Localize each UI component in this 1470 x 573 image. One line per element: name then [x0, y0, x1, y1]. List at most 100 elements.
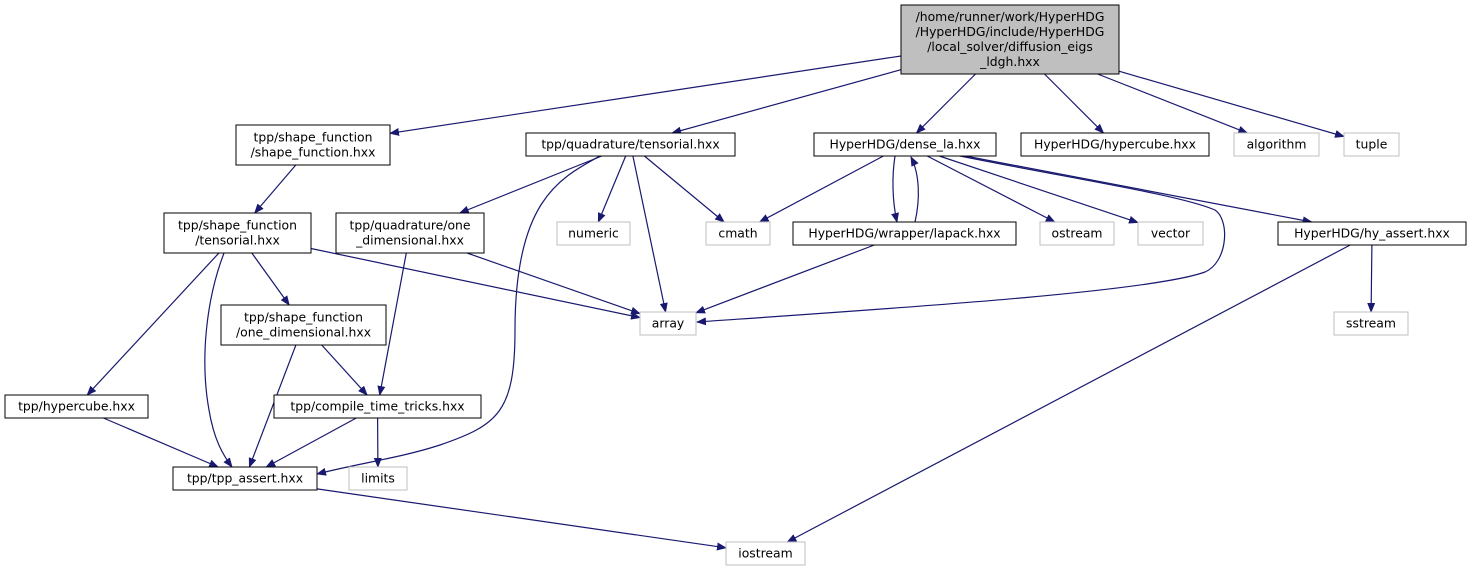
node-box [705, 221, 771, 246]
node-label: array [652, 316, 685, 331]
edge-root-to-tuple [1118, 70, 1345, 138]
node-label: HyperHDG/hy_assert.hxx [1294, 226, 1450, 241]
node-quad_onedim[interactable]: tpp/quadrature/one_dimensional.hxx [335, 212, 485, 254]
node-sstream: sstream [1333, 311, 1409, 336]
node-label: /home/runner/work/HyperHDG [916, 9, 1105, 24]
node-box [1039, 221, 1115, 246]
node-label: tpp/quadrature/one [349, 218, 470, 233]
edge-quad_tensorial-to-numeric [597, 155, 627, 223]
node-label: iostream [738, 546, 792, 561]
node-limits: limits [348, 466, 408, 491]
node-box [1233, 132, 1320, 157]
node-box [1333, 311, 1409, 336]
edge-dense_la-to-vector [939, 155, 1139, 224]
node-label: /local_solver/diffusion_eigs [927, 39, 1093, 54]
edge-quad_tensorial-to-tpp_assert [316, 155, 601, 476]
edge-dense_la-to-cmath [758, 155, 884, 223]
node-numeric: numeric [556, 221, 631, 246]
node-label: tpp/compile_time_tricks.hxx [290, 399, 464, 414]
node-algorithm: algorithm [1233, 132, 1320, 157]
edge-root-to-shape_function [389, 55, 902, 136]
node-box [525, 132, 736, 157]
edge-quad_onedim-to-compile_time [377, 252, 407, 396]
node-label: ostream [1051, 226, 1102, 241]
node-label: _ldgh.hxx [979, 54, 1040, 69]
node-compile_time[interactable]: tpp/compile_time_tricks.hxx [273, 394, 482, 419]
node-box [725, 541, 806, 566]
node-box [4, 394, 149, 419]
node-box [1137, 221, 1204, 246]
node-label: tpp/tpp_assert.hxx [187, 471, 303, 486]
node-quad_tensorial[interactable]: tpp/quadrature/tensorial.hxx [525, 132, 736, 157]
node-label: _dimensional.hxx [355, 233, 464, 248]
node-label: tpp/hypercube.hxx [18, 399, 135, 414]
node-box [163, 212, 312, 254]
node-lapack[interactable]: HyperHDG/wrapper/lapack.hxx [792, 221, 1017, 246]
edge-sf_tensorial-to-array [310, 247, 641, 320]
node-box [273, 394, 482, 419]
node-label: HyperHDG/dense_la.hxx [830, 137, 981, 152]
node-shape_function[interactable]: tpp/shape_function/shape_function.hxx [235, 124, 391, 166]
node-vector: vector [1137, 221, 1204, 246]
node-box [1020, 132, 1210, 157]
edge-sf_tensorial-to-sf_onedim [251, 252, 290, 306]
edge-sf_onedim-to-compile_time [321, 344, 368, 396]
node-dense_la[interactable]: HyperHDG/dense_la.hxx [813, 132, 997, 157]
edge-sf_onedim-to-tpp_assert [248, 344, 297, 468]
edge-tpp_assert-to-iostream [316, 488, 727, 551]
node-cmath: cmath [705, 221, 771, 246]
edge-root-to-algorithm [1097, 73, 1249, 134]
node-tpp_assert[interactable]: tpp/tpp_assert.hxx [172, 466, 318, 491]
node-label: sstream [1346, 316, 1396, 331]
node-ostream: ostream [1039, 221, 1115, 246]
edge-lapack-to-array [695, 244, 875, 314]
node-iostream: iostream [725, 541, 806, 566]
edge-hy_assert-to-sstream [1367, 244, 1376, 313]
node-label: tuple [1356, 137, 1388, 152]
node-box [813, 132, 997, 157]
node-root[interactable]: /home/runner/work/HyperHDG/HyperHDG/incl… [900, 4, 1120, 75]
node-label: numeric [568, 226, 619, 241]
edge-dense_la-to-lapack [891, 155, 899, 223]
node-label: tpp/shape_function [178, 218, 297, 233]
node-box [348, 466, 408, 491]
edge-quad_tensorial-to-cmath [644, 155, 725, 223]
node-box [792, 221, 1017, 246]
node-label: vector [1151, 226, 1191, 241]
edge-dense_la-to-ostream [926, 155, 1056, 223]
node-label: HyperHDG/wrapper/lapack.hxx [808, 226, 1000, 241]
node-sf_onedim[interactable]: tpp/shape_function/one_dimensional.hxx [220, 304, 387, 346]
edge-hy_assert-to-iostream [786, 244, 1351, 543]
edge-shape_function-to-sf_tensorial [254, 164, 297, 214]
edge-root-to-hypercube_hdg [1044, 73, 1105, 134]
node-label: tpp/quadrature/tensorial.hxx [541, 137, 719, 152]
node-tpp_hypercube[interactable]: tpp/hypercube.hxx [4, 394, 149, 419]
edge-dense_la-to-array [696, 155, 1226, 326]
node-box [1343, 132, 1400, 157]
node-box [1277, 221, 1467, 246]
node-label: /HyperHDG/include/HyperHDG [916, 24, 1105, 39]
node-label: tpp/shape_function [244, 310, 363, 325]
node-box [900, 4, 1120, 75]
node-sf_tensorial[interactable]: tpp/shape_function/tensorial.hxx [163, 212, 312, 254]
edge-lapack-to-dense_la [910, 156, 919, 223]
edge-root-to-dense_la [915, 73, 976, 134]
node-box [335, 212, 485, 254]
node-box [220, 304, 387, 346]
node-label: HyperHDG/hypercube.hxx [1034, 137, 1196, 152]
edge-sf_tensorial-to-tpp_assert [204, 252, 233, 468]
node-box [556, 221, 631, 246]
edge-root-to-quad_tensorial [671, 69, 902, 135]
edge-compile_time-to-tpp_assert [265, 417, 357, 468]
edge-quad_onedim-to-array [466, 252, 641, 315]
node-box [172, 466, 318, 491]
node-array: array [639, 311, 697, 336]
node-hypercube_hdg[interactable]: HyperHDG/hypercube.hxx [1020, 132, 1210, 157]
node-box [235, 124, 391, 166]
node-label: /tensorial.hxx [195, 233, 280, 248]
edge-tpp_hypercube-to-tpp_assert [103, 417, 220, 468]
node-hy_assert[interactable]: HyperHDG/hy_assert.hxx [1277, 221, 1467, 246]
edge-quad_tensorial-to-quad_onedim [458, 155, 603, 214]
node-label: cmath [718, 226, 757, 241]
